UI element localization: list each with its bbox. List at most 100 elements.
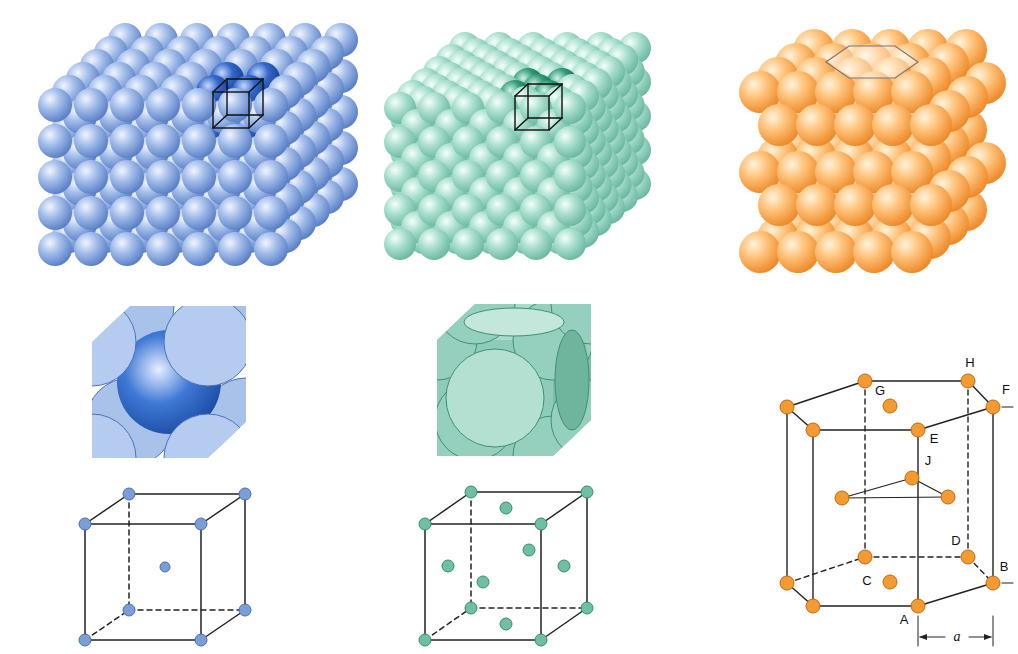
atom-sphere [872,104,914,146]
atom-sphere [146,88,180,122]
atom-sphere [777,231,819,273]
bcc-reduced-cell [79,488,251,646]
atom-sphere [146,196,180,230]
cube-edge [528,83,562,84]
point-label: A [900,613,909,627]
point-label: C [862,574,871,588]
atom-sphere [758,104,800,146]
corner-atom [48,414,136,502]
atom-sphere [38,160,72,194]
atom-sphere [146,232,180,266]
point-label: F [1002,383,1010,397]
atom-sphere [182,88,216,122]
atom-sphere [910,184,952,226]
atom-sphere [796,184,838,226]
front-face [425,524,541,640]
point-label: H [965,356,974,370]
atom-dot [123,488,135,500]
atom-sphere [218,160,252,194]
hidden-edge [470,492,472,608]
corner-atom [164,414,252,502]
corner-atom [164,298,252,386]
hexagon-edge [813,605,918,606]
atom-sphere [834,184,876,226]
fcc-sphere-array [384,32,651,260]
arrowhead [984,634,992,640]
atom-sphere [796,104,838,146]
extension-line [993,616,994,646]
cube-edge [515,84,528,96]
hidden-edge [129,609,245,611]
atom-dot [941,490,955,504]
atom-sphere [254,196,288,230]
atom-sphere [38,124,72,158]
atom-dot [477,576,489,588]
hidden-edge [864,381,865,557]
atom-sphere [218,88,252,122]
prism-edge [786,407,787,583]
unit-cell-outline [213,79,263,128]
atom-dot [883,399,897,413]
cube-edge [227,78,263,79]
bcc-hard-sphere-cell [48,262,290,502]
atom-dot [806,599,820,613]
front-face [515,96,549,130]
corner-atom [551,264,631,344]
cube-edge [249,79,263,92]
atom-sphere [554,194,586,226]
cube-edge [541,492,587,524]
cube-edge [201,494,245,524]
cube-edge [129,493,245,495]
atom-dot [581,602,593,614]
atom-dot [835,491,849,505]
hidden-edge [528,117,562,118]
cube-edge [213,79,227,92]
atom-sphere [254,88,288,122]
atom-sphere [554,160,586,192]
atom-sphere [110,196,144,230]
atom-sphere [254,124,288,158]
atom-sphere [110,88,144,122]
hidden-edge [213,115,227,128]
atom-sphere [182,232,216,266]
atom-sphere [834,104,876,146]
atom-sphere [554,228,586,260]
cube-edge [549,84,562,96]
atom-dot [986,576,1000,590]
atom-dot [883,575,897,589]
atom-dot [500,618,512,630]
atom-sphere [110,232,144,266]
atom-sphere [758,184,800,226]
prism-edge [992,407,993,583]
hidden-edge [226,79,227,115]
point-label: B [1000,560,1009,574]
cube-edge [85,494,129,524]
hidden-edge [85,610,129,640]
bcc-sphere-array [38,23,358,266]
atom-dot [986,400,1000,414]
cube-edge [586,492,588,608]
hexagon-edge [918,407,993,430]
atom-sphere [218,196,252,230]
front-face [85,524,201,640]
atom-dot [239,604,251,616]
prism-edge [812,430,813,606]
fcc-reduced-cell [419,486,593,646]
atom-dot [535,518,547,530]
atom-sphere [520,228,552,260]
atom-sphere [853,231,895,273]
hexagon-edge [787,381,865,407]
point-label: D [951,534,960,548]
atom-dot [465,486,477,498]
unit-cell-outline [515,84,562,130]
atom-dot [442,560,454,572]
cube-edge [425,492,471,524]
atom-sphere [74,196,108,230]
hidden-edge [967,381,968,557]
atom-dot [780,400,794,414]
hidden-edge [527,84,528,118]
atom-sphere [872,184,914,226]
hexagon-edge [918,583,993,606]
atom-sphere [218,232,252,266]
